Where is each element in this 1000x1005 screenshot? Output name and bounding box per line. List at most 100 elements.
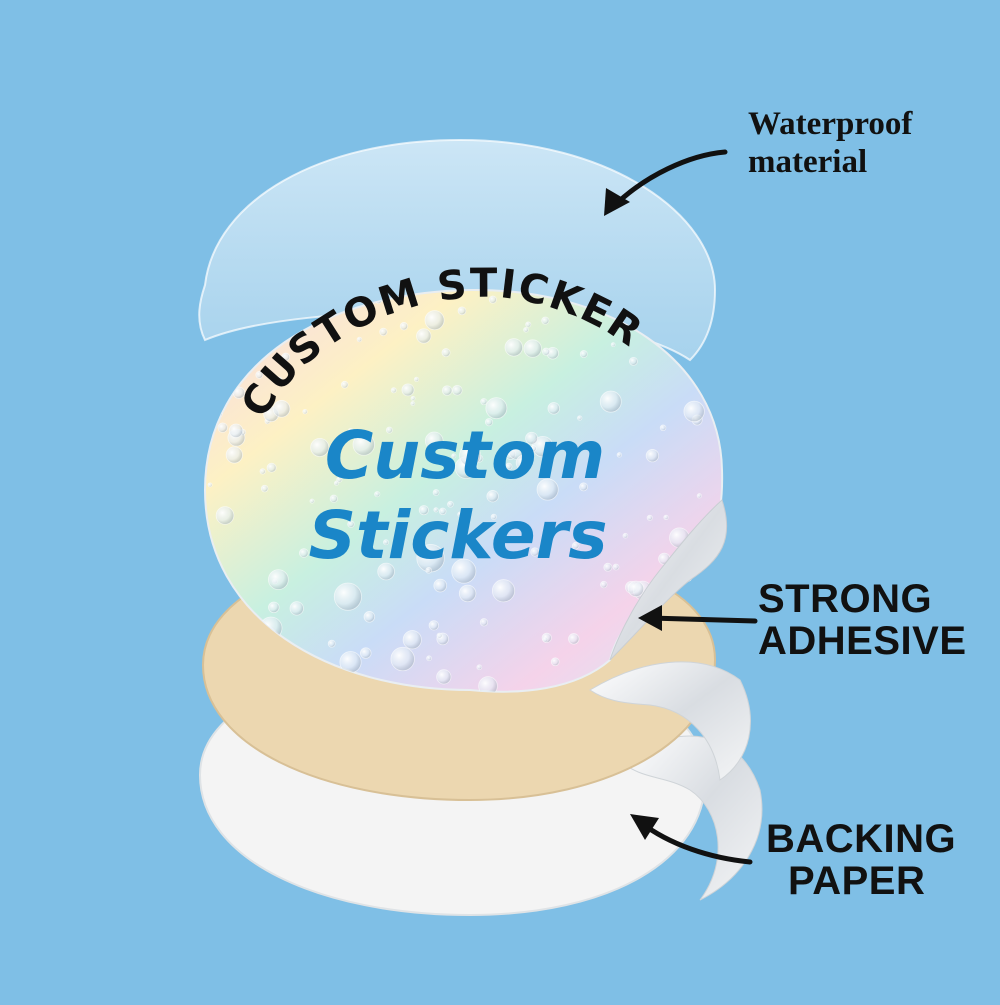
water-droplet	[488, 295, 497, 304]
water-droplet	[505, 462, 513, 471]
water-droplet	[504, 338, 523, 357]
water-droplet	[333, 480, 339, 486]
water-droplet	[268, 569, 289, 590]
water-droplet	[446, 463, 453, 470]
water-droplet	[486, 490, 499, 503]
water-droplet	[410, 395, 416, 401]
water-droplet	[441, 385, 453, 396]
water-droplet	[525, 321, 532, 328]
water-droplet	[383, 539, 389, 546]
water-droplet	[451, 558, 477, 584]
water-droplet	[215, 506, 235, 525]
water-droplet	[402, 630, 422, 650]
arrow-adhesive-head	[638, 605, 662, 631]
water-droplet	[379, 327, 388, 337]
water-droplet	[438, 507, 447, 516]
water-droplet	[663, 514, 669, 520]
water-droplet	[542, 347, 551, 356]
arrow-backing-head	[630, 814, 659, 840]
water-droplet	[627, 580, 645, 597]
water-droplet	[659, 424, 667, 432]
sticker-main-line1: Custom	[325, 417, 605, 494]
water-droplet	[515, 454, 532, 471]
water-droplet	[457, 306, 467, 316]
water-droplet	[447, 500, 454, 508]
water-droplet	[490, 513, 497, 520]
water-droplet	[374, 491, 381, 498]
water-droplet	[441, 348, 451, 358]
water-droplet	[568, 633, 580, 645]
water-droplet	[289, 601, 304, 616]
water-droplet	[426, 655, 432, 662]
water-droplet	[599, 390, 622, 413]
water-droplet	[416, 328, 432, 344]
water-droplet	[530, 547, 540, 557]
water-droplet	[225, 446, 243, 464]
water-droplet	[547, 402, 560, 415]
arrow-waterproof	[609, 149, 728, 211]
water-droplets	[207, 289, 713, 692]
water-droplet	[333, 582, 362, 611]
water-droplet	[327, 639, 336, 648]
water-droplet	[451, 384, 463, 396]
water-droplet	[385, 426, 393, 434]
water-droplet	[347, 520, 355, 528]
water-droplet	[529, 445, 537, 453]
water-droplet	[272, 400, 291, 418]
water-droplet	[242, 351, 250, 358]
water-droplet	[541, 316, 550, 325]
water-droplet	[207, 482, 213, 488]
water-droplet	[485, 397, 508, 420]
water-droplet	[478, 676, 498, 692]
water-droplet	[352, 433, 375, 456]
label-backing-paper: BACKING PAPER	[766, 817, 957, 903]
water-droplet	[577, 415, 583, 421]
water-droplet	[622, 532, 629, 539]
water-droplet	[479, 618, 489, 627]
water-droplet	[276, 376, 283, 383]
water-droplet	[336, 476, 343, 483]
water-droplet	[645, 449, 660, 463]
water-droplet	[399, 322, 409, 331]
water-droplet	[213, 342, 232, 362]
water-droplet	[697, 604, 709, 615]
water-droplet	[424, 431, 444, 451]
water-droplet	[401, 383, 415, 397]
water-droplet	[523, 326, 529, 333]
water-droplet	[363, 611, 376, 623]
water-droplet	[579, 482, 588, 492]
water-droplet	[310, 437, 330, 457]
water-droplet	[302, 408, 308, 415]
water-droplet	[603, 562, 613, 572]
water-droplet	[360, 647, 372, 659]
water-droplet	[413, 376, 420, 382]
water-droplet	[484, 418, 494, 427]
water-droplet	[451, 453, 457, 459]
water-droplet	[266, 462, 277, 473]
sticker-main-line2: Stickers	[309, 497, 608, 574]
water-droplet	[228, 423, 244, 438]
water-droplet	[213, 385, 220, 392]
water-droplet	[491, 579, 516, 603]
water-droplet	[579, 350, 588, 359]
water-droplet	[571, 541, 580, 550]
arrow-waterproof-head	[604, 188, 630, 216]
water-droplet	[410, 401, 416, 406]
water-droplet	[646, 514, 653, 521]
water-droplet	[217, 422, 228, 433]
water-droplet	[322, 512, 330, 520]
water-droplet	[418, 505, 429, 516]
water-droplet	[436, 632, 443, 639]
water-droplet	[457, 511, 463, 518]
water-droplet	[518, 441, 524, 447]
water-droplet	[248, 344, 255, 351]
water-droplet	[433, 507, 439, 513]
water-droplet	[309, 498, 315, 504]
water-droplet	[629, 356, 638, 366]
water-droplet	[281, 352, 291, 362]
water-droplet	[696, 493, 702, 499]
water-droplet	[683, 400, 705, 423]
water-droplet	[525, 431, 538, 445]
